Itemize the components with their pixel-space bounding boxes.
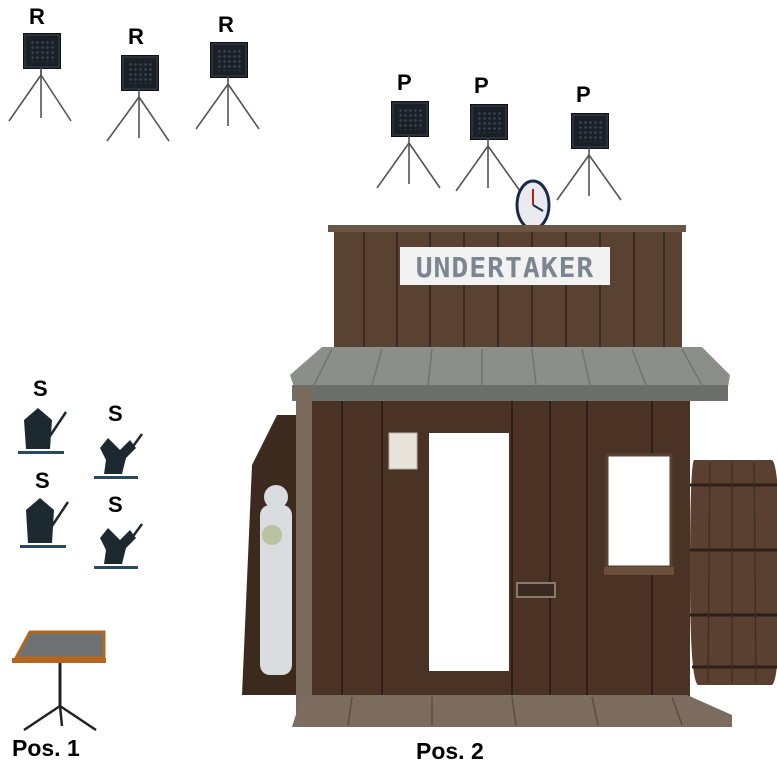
- rifle-label: R: [29, 4, 45, 29]
- shotgun-label: S: [108, 401, 123, 426]
- knockdown-target-icon: [20, 498, 70, 548]
- shack-sign: UNDERTAKER: [400, 248, 610, 286]
- tripod-stand: [8, 68, 72, 122]
- shotgun-label: S: [33, 376, 48, 401]
- skeleton-figure: [260, 485, 292, 675]
- clock-icon: [515, 179, 551, 231]
- shotgun-label: S: [108, 492, 123, 517]
- loading-table: [12, 630, 106, 732]
- pos1-label: Pos. 1: [12, 735, 80, 761]
- sign-text: UNDERTAKER: [415, 250, 595, 284]
- tripod-stand: [376, 136, 441, 189]
- shotgun-label: S: [35, 468, 50, 493]
- tripod-stand: [455, 139, 521, 192]
- undertaker-shack: [242, 179, 777, 727]
- knockdown-target-icon: [94, 433, 144, 479]
- rifle-label: R: [128, 24, 144, 49]
- pistol-label: P: [474, 73, 489, 98]
- pistol-label: P: [397, 70, 412, 95]
- pistol-label: P: [576, 82, 591, 107]
- rifle-label: R: [218, 12, 234, 37]
- knockdown-target-icon: [94, 523, 144, 569]
- tripod-stand: [106, 90, 170, 142]
- tripod-stand: [556, 148, 622, 201]
- tripod-stand: [195, 77, 260, 130]
- barrel: [690, 460, 777, 685]
- pos2-label: Pos. 2: [416, 738, 484, 764]
- knockdown-target-icon: [18, 408, 68, 454]
